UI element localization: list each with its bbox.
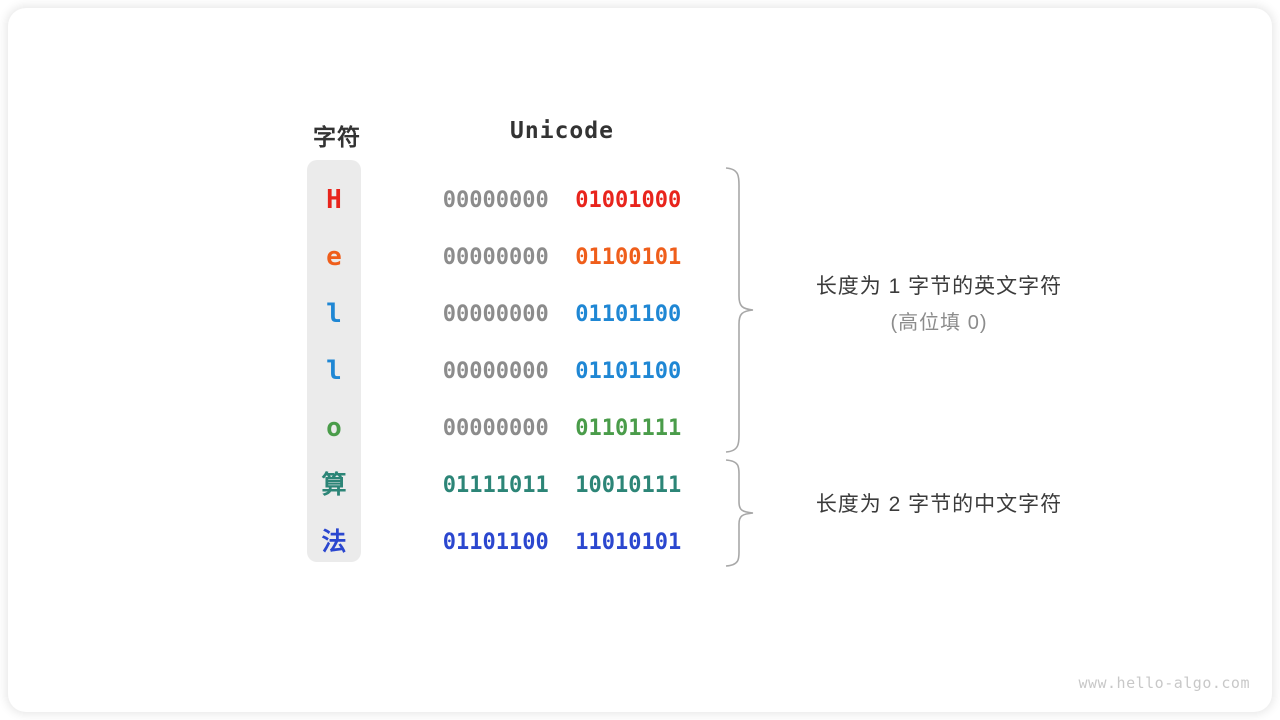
row-binary: 01101100 11010101: [424, 514, 700, 571]
byte-high: 00000000: [442, 245, 549, 270]
byte-high: 01111011: [442, 473, 549, 498]
row-binary: 00000000 01001000: [424, 172, 700, 229]
character-column-background: [307, 160, 361, 562]
byte-separator: [549, 245, 576, 270]
row-binary: 01111011 10010111: [424, 457, 700, 514]
row-character: 法: [321, 528, 347, 556]
annotation-english-sub: (高位填 0): [890, 312, 988, 334]
figure-card: 字符 Unicode H 00000000 01001000 e 00000000 0…: [8, 8, 1272, 712]
row-binary: 00000000 01101100: [424, 286, 700, 343]
annotation-english-bytes: 长度为 1 字节的英文字符 (高位填 0): [744, 270, 1134, 335]
row-binary: 00000000 01101100: [424, 343, 700, 400]
row-character: H: [326, 185, 342, 215]
row-binary: 00000000 01101111: [424, 400, 700, 457]
unicode-encoding-diagram: 字符 Unicode H 00000000 01001000 e 00000000 0…: [8, 8, 1272, 712]
byte-separator: [549, 188, 576, 213]
byte-low: 01101111: [575, 416, 682, 441]
byte-separator: [549, 416, 576, 441]
byte-high: 00000000: [442, 188, 549, 213]
byte-separator: [549, 359, 576, 384]
byte-separator: [549, 302, 576, 327]
byte-high: 00000000: [442, 302, 549, 327]
byte-high: 00000000: [442, 359, 549, 384]
row-character: l: [326, 356, 342, 386]
row-character: 算: [321, 471, 347, 499]
byte-low: 11010101: [575, 530, 682, 555]
brace-chinese-rows: [725, 459, 754, 567]
byte-high: 01101100: [442, 530, 549, 555]
byte-high: 00000000: [442, 416, 549, 441]
watermark: www.hello-algo.com: [1078, 674, 1250, 692]
brace-english-rows: [725, 167, 754, 453]
byte-low: 01101100: [575, 359, 682, 384]
byte-low: 10010111: [575, 473, 682, 498]
annotation-chinese-bytes: 长度为 2 字节的中文字符: [744, 488, 1134, 518]
byte-separator: [549, 530, 576, 555]
byte-low: 01100101: [575, 245, 682, 270]
row-binary: 00000000 01100101: [424, 229, 700, 286]
column-header-unicode: Unicode: [510, 118, 614, 144]
annotation-english-main: 长度为 1 字节的英文字符: [815, 275, 1063, 298]
column-header-character: 字符: [313, 124, 361, 150]
byte-low: 01001000: [575, 188, 682, 213]
row-character: o: [326, 413, 342, 443]
row-character: e: [326, 242, 342, 272]
row-character: l: [326, 299, 342, 329]
byte-low: 01101100: [575, 302, 682, 327]
annotation-chinese-main: 长度为 2 字节的中文字符: [815, 493, 1063, 516]
byte-separator: [549, 473, 576, 498]
